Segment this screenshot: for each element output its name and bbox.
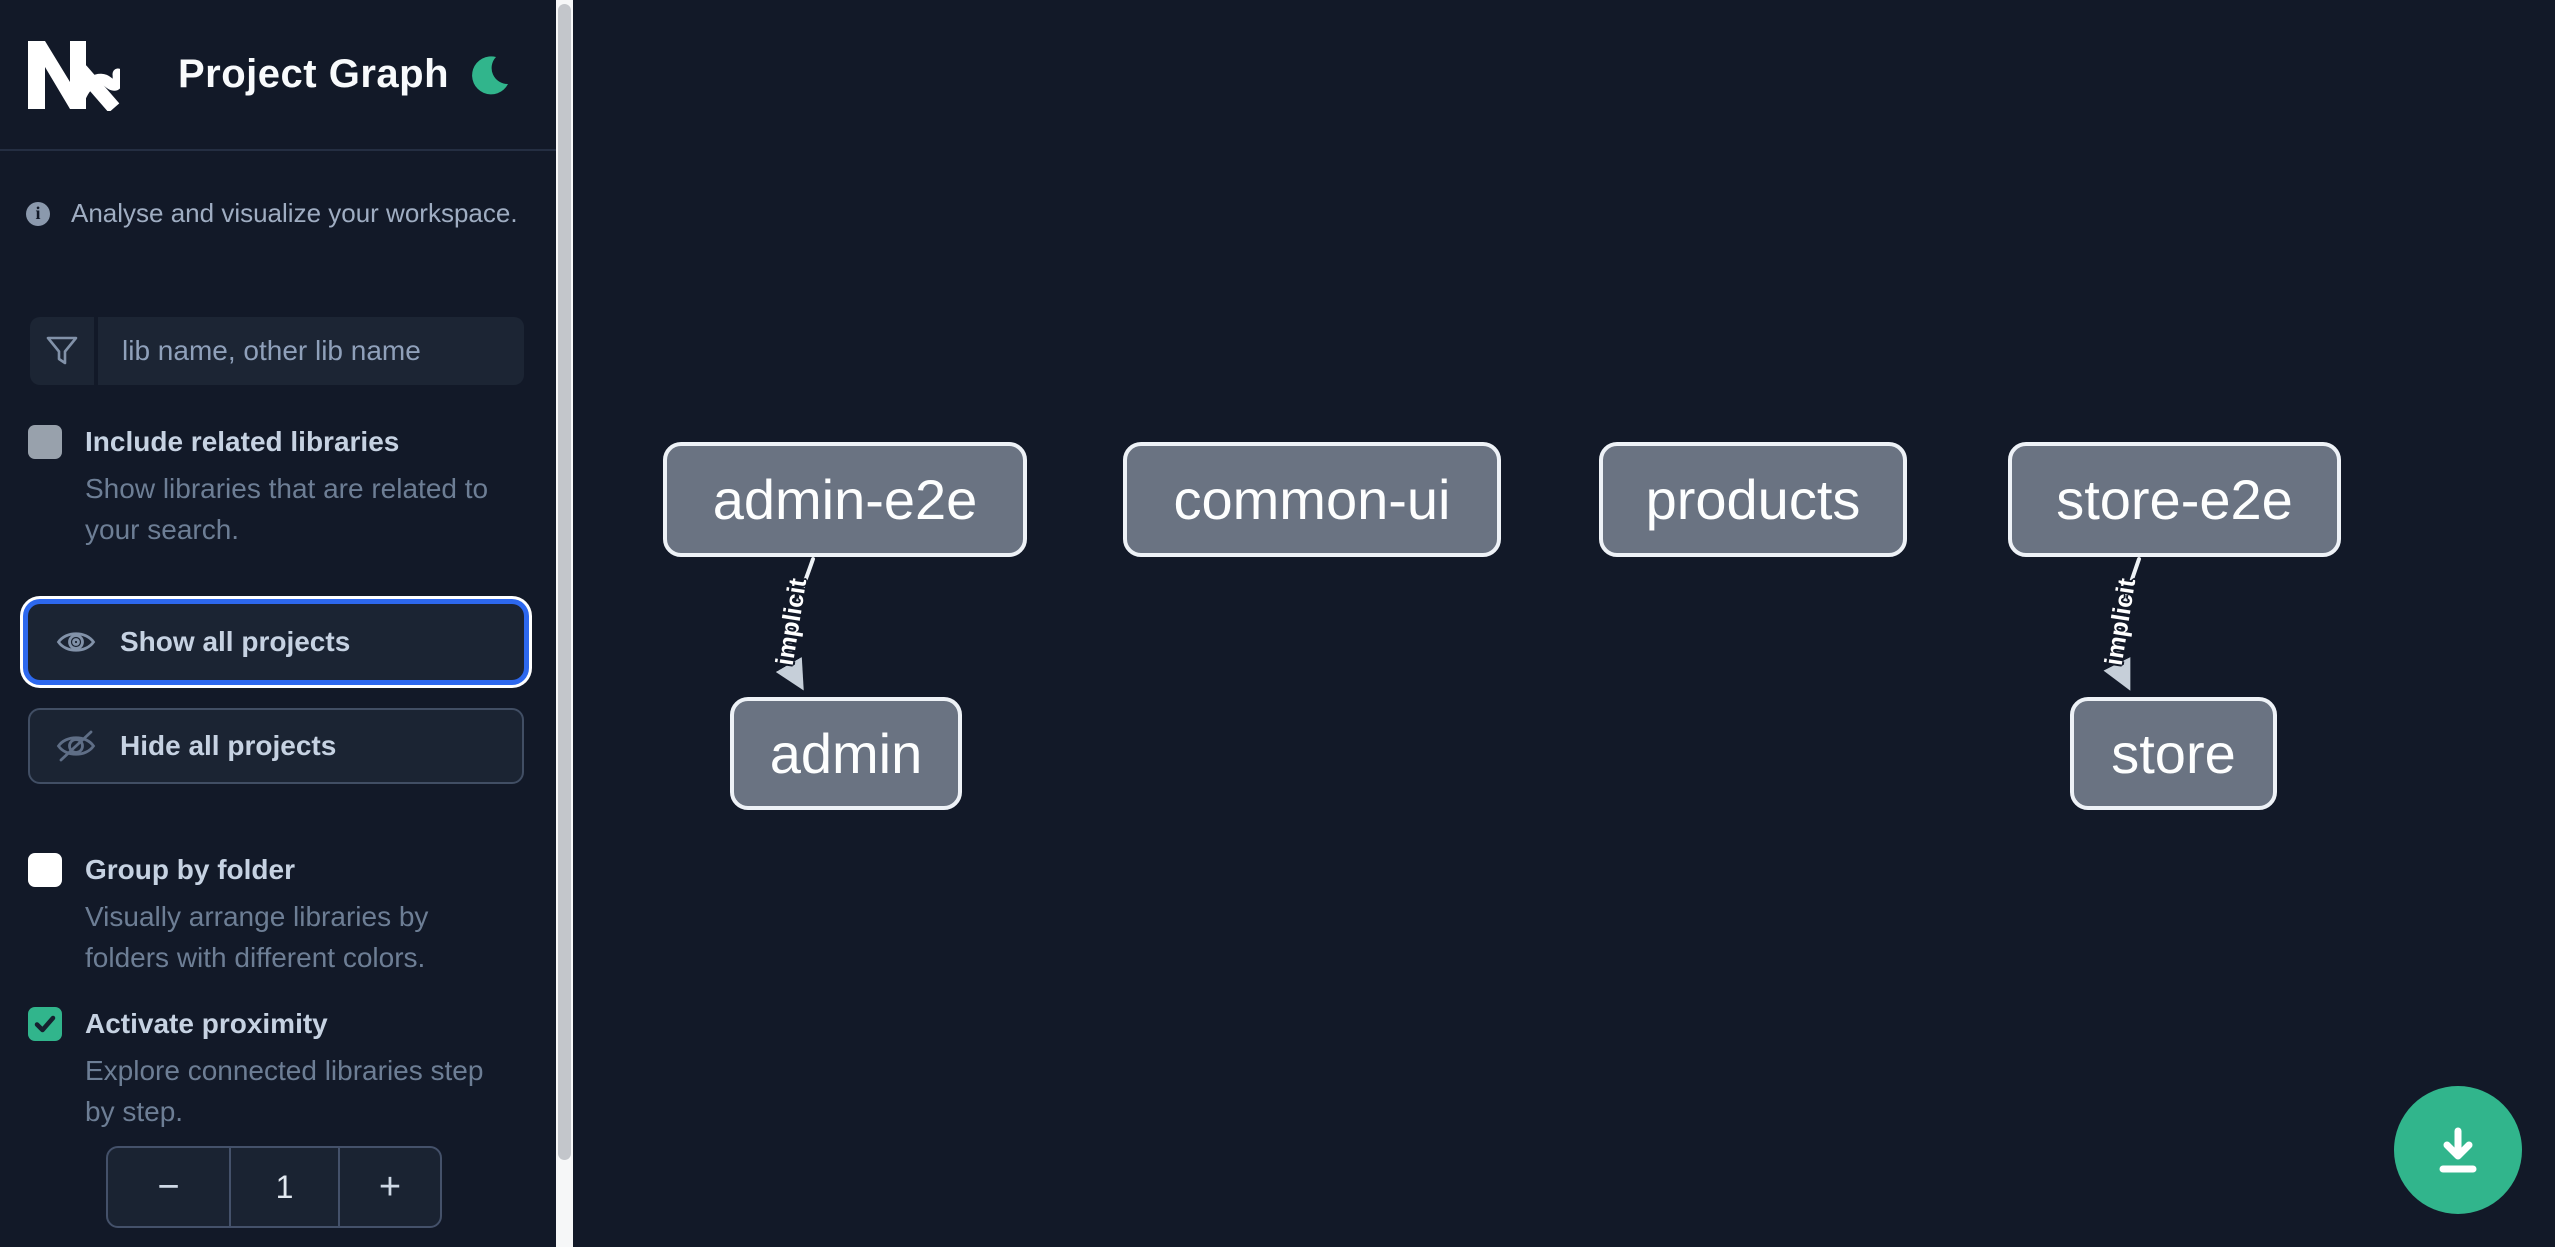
- project-node-common-ui[interactable]: common-ui: [1123, 442, 1501, 557]
- info-icon: i: [26, 201, 50, 226]
- show-all-projects-button[interactable]: Show all projects: [28, 604, 524, 680]
- filter-bar: [30, 317, 524, 385]
- group-by-folder-label: Group by folder: [85, 853, 295, 885]
- filter-input[interactable]: [98, 317, 524, 385]
- activate-proximity-description: Explore connected libraries step by step…: [85, 1055, 484, 1127]
- include-related-checkbox[interactable]: [28, 425, 62, 459]
- group-by-folder-checkbox[interactable]: [28, 853, 62, 887]
- eye-off-icon: [56, 729, 96, 763]
- moon-icon: [472, 55, 508, 94]
- include-related-description: Show libraries that are related to your …: [85, 473, 489, 545]
- show-all-projects-label: Show all projects: [120, 626, 351, 657]
- project-node-store-e2e[interactable]: store-e2e: [2008, 442, 2341, 557]
- increment-button[interactable]: +: [340, 1148, 440, 1226]
- eye-icon: [56, 627, 96, 657]
- sidebar-scrollbar-thumb[interactable]: [558, 4, 571, 1160]
- hide-all-projects-label: Hide all projects: [120, 730, 337, 761]
- edge-store-e2e-to-store: [2103, 557, 2141, 691]
- proximity-depth-stepper: − 1 +: [106, 1146, 442, 1228]
- project-node-admin[interactable]: admin: [730, 697, 962, 810]
- project-node-admin-e2e[interactable]: admin-e2e: [663, 442, 1027, 557]
- activate-proximity-option: Activate proximity Explore connected lib…: [28, 1006, 526, 1132]
- tagline-text: Analyse and visualize your workspace.: [71, 198, 518, 228]
- project-graph-canvas[interactable]: implicit implicit admin-e2e common-ui pr…: [573, 0, 2555, 1247]
- group-by-folder-description: Visually arrange libraries by folders wi…: [85, 901, 429, 973]
- sidebar-scrollbar[interactable]: [556, 0, 573, 1247]
- decrement-button[interactable]: −: [108, 1148, 229, 1226]
- group-by-folder-option: Group by folder Visually arrange librari…: [28, 852, 526, 978]
- workspace-tagline: i Analyse and visualize your workspace.: [26, 198, 526, 229]
- include-related-label: Include related libraries: [85, 425, 400, 457]
- include-related-option: Include related libraries Show libraries…: [28, 424, 526, 550]
- activate-proximity-checkbox[interactable]: [28, 1007, 62, 1041]
- download-graph-button[interactable]: [2394, 1086, 2522, 1214]
- project-node-products[interactable]: products: [1599, 442, 1907, 557]
- proximity-depth-value: 1: [229, 1148, 340, 1226]
- sidebar-header: Project Graph: [0, 0, 556, 151]
- funnel-icon: [30, 317, 94, 385]
- graph-edges: [775, 557, 2141, 691]
- theme-toggle-button[interactable]: [470, 54, 510, 96]
- hide-all-projects-button[interactable]: Hide all projects: [28, 708, 524, 784]
- activate-proximity-label: Activate proximity: [85, 1007, 328, 1039]
- nx-logo-icon: [28, 40, 120, 111]
- download-icon: [2439, 1127, 2477, 1173]
- sidebar: Project Graph i Analyse and visualize yo…: [0, 0, 556, 1247]
- project-node-store[interactable]: store: [2070, 697, 2277, 810]
- page-title: Project Graph: [178, 52, 450, 96]
- edge-admin-e2e-to-admin: [775, 557, 815, 691]
